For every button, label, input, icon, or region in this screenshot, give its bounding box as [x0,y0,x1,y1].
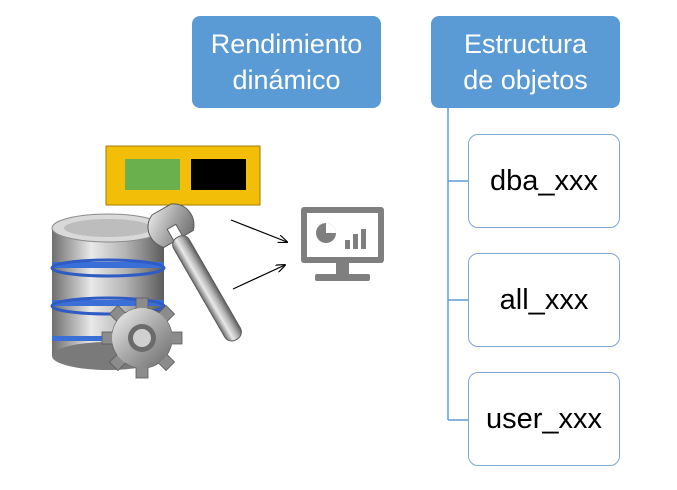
object-view-label: all_xxx [499,283,589,316]
monitor-chart-icon [301,207,384,281]
rendimiento-dinamico-box: Rendimiento dinámico [192,16,381,108]
status-indicator-icon [105,145,261,206]
object-view-all: all_xxx [468,253,620,347]
estructura-objetos-box: Estructura de objetos [431,16,620,108]
rendimiento-dinamico-label: Rendimiento dinámico [210,29,363,95]
object-view-user: user_xxx [468,372,620,466]
database-tools-icon [50,203,242,379]
object-view-dba: dba_xxx [468,134,620,228]
estructura-objetos-label: Estructura de objetos [463,29,588,95]
arrows-to-monitor [230,219,287,290]
object-view-label: user_xxx [485,402,603,435]
tree-connector [447,108,468,421]
object-view-label: dba_xxx [489,164,598,197]
